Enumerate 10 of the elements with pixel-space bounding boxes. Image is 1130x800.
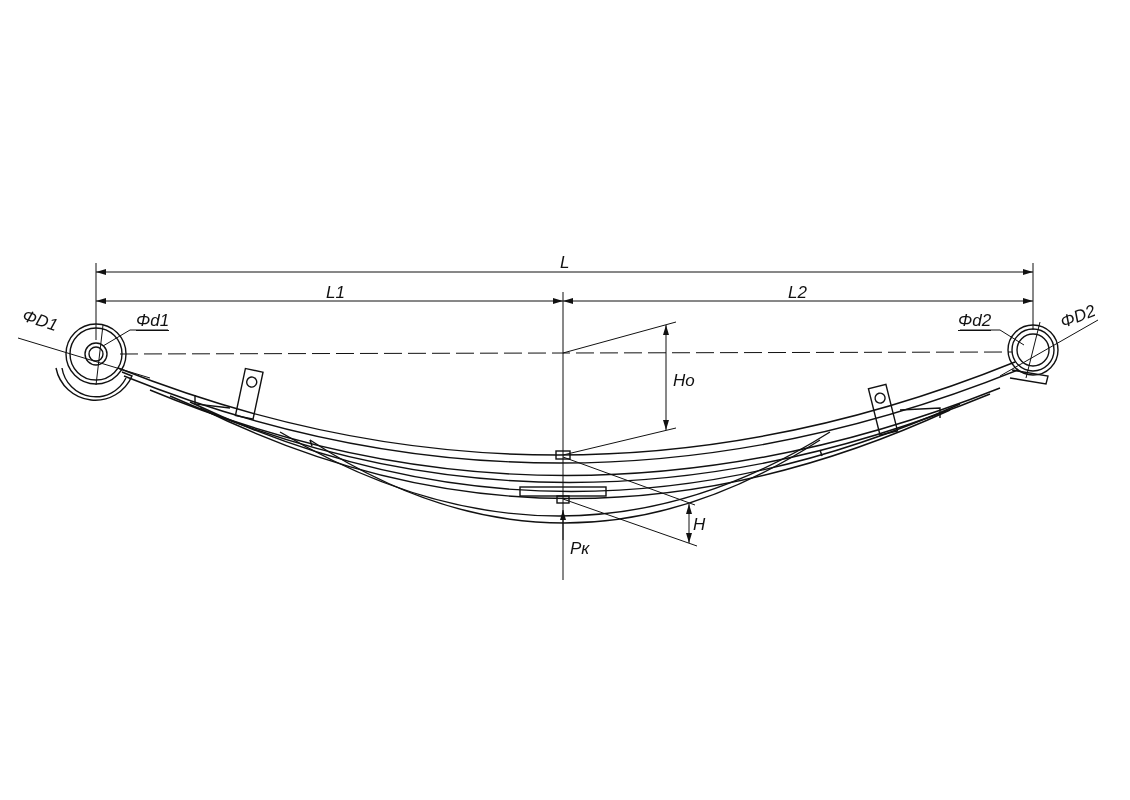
dimension-label: L2 — [788, 284, 807, 301]
dimension-label: Ho — [673, 372, 695, 389]
dimension-label: Φd2 — [958, 312, 992, 331]
dimension-label: Φd1 — [136, 312, 170, 331]
dimension-label: L — [560, 254, 570, 271]
dimension-label: L1 — [326, 284, 345, 301]
dimension-label: ΦD2 — [1058, 301, 1098, 332]
force-label: Pк — [570, 540, 590, 557]
dimension-label: H — [693, 516, 706, 533]
dimension-label: ΦD1 — [20, 306, 60, 335]
